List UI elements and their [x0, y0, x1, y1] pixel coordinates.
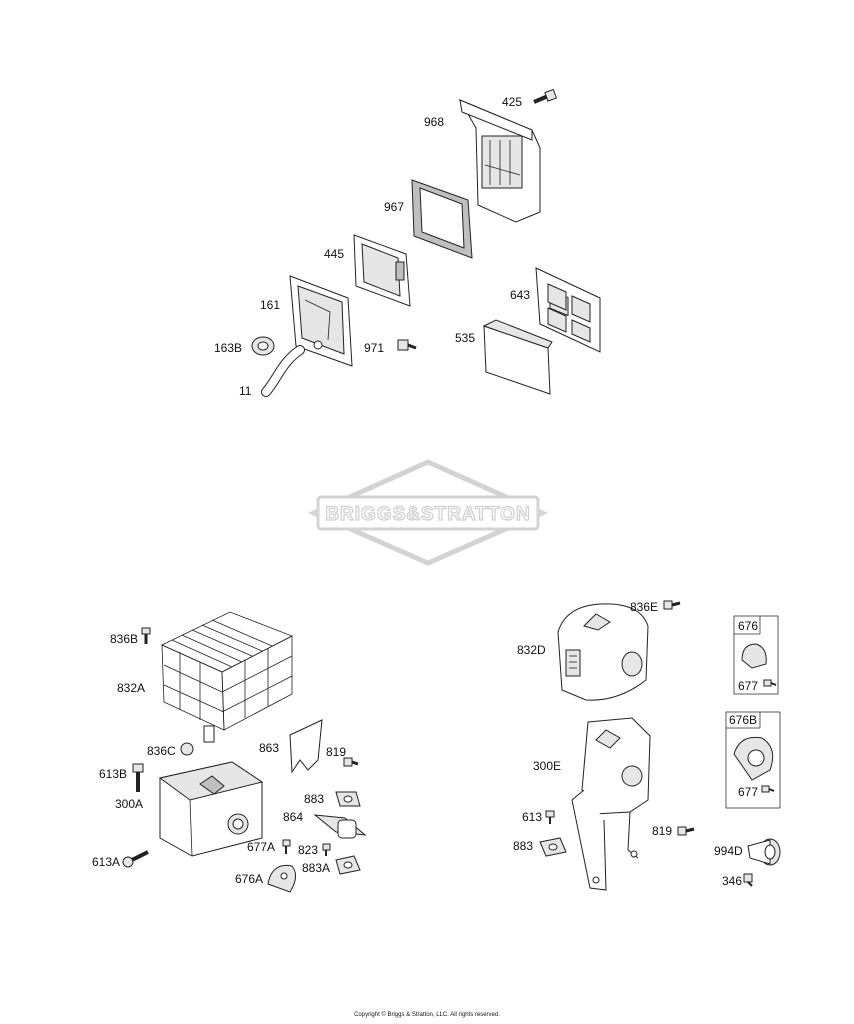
label-836b: 836B	[110, 632, 138, 646]
label-819-right: 819	[652, 824, 672, 838]
part-676-box	[733, 615, 779, 695]
part-161-base	[289, 275, 353, 367]
label-883a: 883A	[302, 861, 330, 875]
label-823: 823	[298, 843, 318, 857]
label-836c: 836C	[147, 744, 176, 758]
copyright-footer: Copyright © Briggs & Stratton, LLC. All …	[354, 1012, 500, 1018]
label-161: 161	[260, 298, 280, 312]
part-836b-screw	[141, 627, 151, 644]
part-819b-screw	[677, 826, 695, 836]
part-535-foam	[482, 319, 553, 395]
label-968: 968	[424, 115, 444, 129]
part-425-bolt	[533, 88, 558, 104]
label-883-right: 883	[513, 839, 533, 853]
label-535: 535	[455, 331, 475, 345]
part-971-screw	[397, 339, 417, 351]
label-300a: 300A	[115, 797, 143, 811]
part-11-tube	[261, 345, 305, 397]
part-832a-guard	[161, 611, 293, 743]
part-864-flange	[313, 814, 367, 839]
part-823-screw	[322, 843, 331, 856]
label-676b: 676B	[729, 713, 757, 727]
label-836e: 836E	[630, 600, 658, 614]
label-676a: 676A	[235, 872, 263, 886]
label-832a: 832A	[117, 681, 145, 695]
label-863: 863	[259, 741, 279, 755]
part-346-screw	[743, 873, 753, 887]
brand-watermark: BRIGGS&STRATTON	[307, 459, 549, 566]
part-832d-shield	[557, 603, 649, 701]
part-676b-box	[725, 711, 781, 809]
muffler-assembly-right	[539, 600, 781, 891]
label-300e: 300E	[533, 759, 561, 773]
part-300e-muffler	[571, 717, 651, 891]
label-346: 346	[722, 874, 742, 888]
part-994d-arrestor	[747, 838, 781, 866]
part-445-precleaner	[353, 234, 411, 307]
label-819-left: 819	[326, 745, 346, 759]
part-819a-screw	[343, 757, 359, 767]
label-677a: 677A	[247, 840, 275, 854]
label-677-box2: 677	[738, 785, 758, 799]
part-613-screw	[545, 810, 555, 824]
label-163b: 163B	[214, 341, 242, 355]
label-11: 11	[239, 384, 252, 398]
label-613a: 613A	[92, 855, 120, 869]
part-967-filter	[411, 179, 473, 259]
part-677a-screw	[282, 839, 291, 854]
label-677-box1: 677	[738, 679, 758, 693]
part-883b-gasket	[539, 837, 567, 857]
label-864: 864	[283, 810, 303, 824]
label-832d: 832D	[517, 643, 546, 657]
muffler-assembly-left	[122, 611, 367, 893]
label-425: 425	[502, 95, 522, 109]
part-300a-muffler	[158, 761, 264, 857]
callout-labels: 425 968 967 445 161 643 163B 971 535 11 …	[92, 95, 758, 888]
watermark-brand-text: BRIGGS&STRATTON	[325, 504, 530, 525]
part-883a-gasket	[335, 791, 361, 807]
label-994d: 994D	[714, 844, 743, 858]
part-676a-deflector	[267, 864, 296, 893]
part-863-bracket	[289, 719, 323, 774]
air-cleaner-group	[251, 88, 601, 397]
part-613a-bolt	[122, 850, 149, 868]
label-643: 643	[510, 288, 530, 302]
part-836e-screw	[663, 600, 681, 610]
label-613b: 613B	[99, 767, 127, 781]
part-163b-gasket	[251, 336, 275, 356]
part-883a-gasket-b	[335, 855, 361, 875]
label-967: 967	[384, 200, 404, 214]
part-836c-screw	[180, 742, 194, 756]
part-968-cover	[458, 98, 541, 223]
part-613b-bolt	[132, 763, 144, 792]
label-971: 971	[364, 341, 384, 355]
label-613: 613	[522, 810, 542, 824]
label-883-left: 883	[304, 792, 324, 806]
label-676: 676	[738, 619, 758, 633]
part-643-housing	[535, 267, 601, 353]
label-445: 445	[324, 247, 344, 261]
